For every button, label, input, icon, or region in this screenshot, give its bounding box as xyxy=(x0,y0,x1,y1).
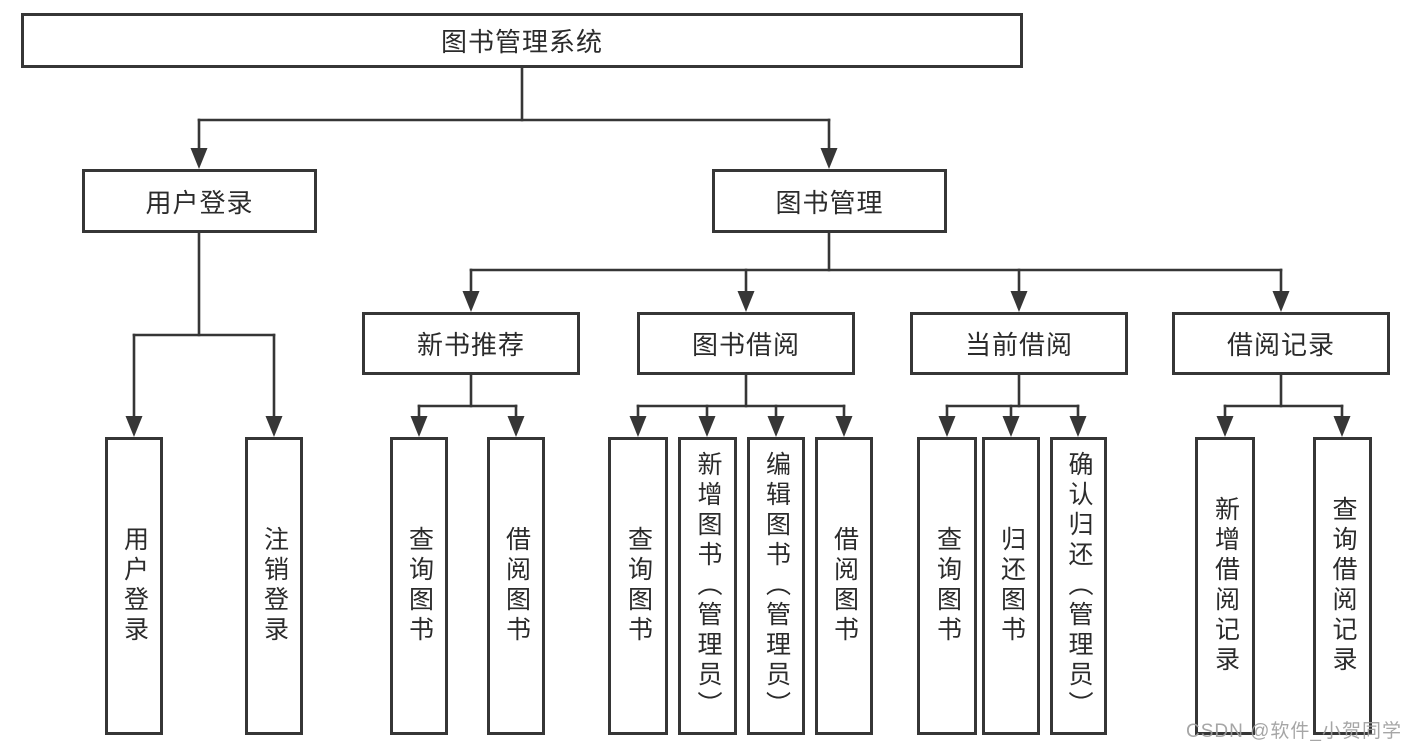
leaf-confirm-return-admin: 确认归还（管理员） xyxy=(1050,437,1107,735)
node-label: 用户登录 xyxy=(120,526,149,646)
leaf-query-books-under-current: 查询图书 xyxy=(917,437,977,735)
node-borrowing-records: 借阅记录 xyxy=(1172,312,1390,375)
node-label: 用户登录 xyxy=(145,187,254,218)
node-label: 编辑图书（管理员） xyxy=(762,451,791,721)
node-new-book-recommendation: 新书推荐 xyxy=(362,312,580,375)
node-label: 归还图书 xyxy=(997,526,1026,646)
connector-arrowhead xyxy=(1010,291,1028,312)
node-label: 确认归还（管理员） xyxy=(1065,451,1093,721)
connector-arrowhead xyxy=(629,416,647,437)
node-label: 借阅记录 xyxy=(1226,330,1335,360)
leaf-logout: 注销登录 xyxy=(245,437,303,735)
leaf-query-books-under-new-book: 查询图书 xyxy=(390,437,448,735)
node-label: 当前借阅 xyxy=(964,330,1073,360)
node-label: 图书管理系统 xyxy=(440,27,603,57)
node-label: 注销登录 xyxy=(260,526,289,646)
node-label: 图书借阅 xyxy=(691,330,800,360)
connector-arrowhead xyxy=(125,416,143,437)
connector-arrowhead xyxy=(938,416,956,437)
node-label: 查询借阅记录 xyxy=(1329,496,1357,676)
connector-arrowhead xyxy=(835,416,853,437)
node-current-borrowing: 当前借阅 xyxy=(910,312,1128,375)
connector-arrowhead xyxy=(767,416,785,437)
connector-arrowhead xyxy=(507,416,525,437)
connector-arrowhead xyxy=(462,291,480,312)
node-label: 借阅图书 xyxy=(830,526,859,646)
leaf-return-books: 归还图书 xyxy=(982,437,1040,735)
connector-arrowhead xyxy=(1333,416,1351,437)
connector-arrowhead xyxy=(1216,416,1234,437)
node-label: 新书推荐 xyxy=(416,330,525,360)
leaf-add-borrow-record: 新增借阅记录 xyxy=(1195,437,1255,735)
connector-arrowhead xyxy=(1272,291,1290,312)
leaf-add-books-admin: 新增图书（管理员） xyxy=(678,437,737,735)
connector-arrowhead xyxy=(190,148,208,169)
connector-arrowhead xyxy=(1069,416,1087,437)
node-label: 图书管理 xyxy=(775,187,884,218)
connector-arrowhead xyxy=(1002,416,1020,437)
leaf-edit-books-admin: 编辑图书（管理员） xyxy=(747,437,805,735)
leaf-borrow-books-under-new-book: 借阅图书 xyxy=(487,437,545,735)
node-user-login: 用户登录 xyxy=(82,169,317,233)
node-label: 新增借阅记录 xyxy=(1211,496,1240,676)
connector-arrowhead xyxy=(698,416,716,437)
node-library-management-system: 图书管理系统 xyxy=(21,13,1023,68)
connector-arrowhead xyxy=(265,416,283,437)
leaf-user-login: 用户登录 xyxy=(105,437,163,735)
leaf-query-books-under-borrowing: 查询图书 xyxy=(608,437,668,735)
leaf-borrow-books-under-borrowing: 借阅图书 xyxy=(815,437,873,735)
csdn-watermark: CSDN @软件_小贺同学 xyxy=(1186,721,1402,742)
node-book-management: 图书管理 xyxy=(712,169,947,233)
leaf-query-borrow-record: 查询借阅记录 xyxy=(1313,437,1372,735)
node-label: 新增图书（管理员） xyxy=(694,451,722,721)
node-book-borrowing: 图书借阅 xyxy=(637,312,855,375)
node-label: 查询图书 xyxy=(933,526,962,646)
node-label: 借阅图书 xyxy=(502,526,531,646)
connector-arrowhead xyxy=(737,291,755,312)
node-label: 查询图书 xyxy=(405,526,434,646)
connector-arrowhead xyxy=(820,148,838,169)
connector-arrowhead xyxy=(410,416,428,437)
node-label: 查询图书 xyxy=(624,526,653,646)
